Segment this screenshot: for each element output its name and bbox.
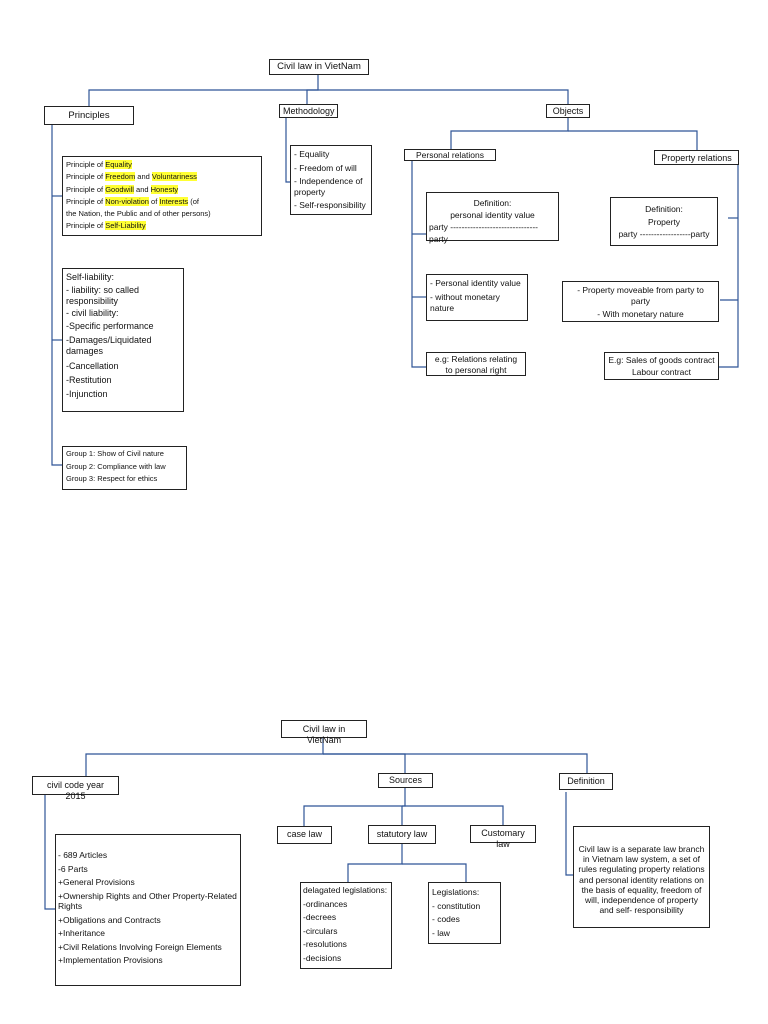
code-item: - 689 Articles (58, 850, 108, 860)
principle-text: Principle of (66, 221, 106, 231)
definition-node: Definition (559, 773, 613, 790)
legislation-item: -ordinances (303, 898, 348, 909)
groups-box: Group 1: Show of Civil nature Group 2: C… (62, 446, 187, 490)
group-item: Group 1: Show of Civil nature (66, 449, 164, 458)
highlighted-term: Interests (159, 196, 189, 206)
methodology-item: - Independence of property (294, 176, 365, 197)
root-node-2: Civil law in VietNam (281, 720, 367, 745)
property-definition-box: Definition: Property party -------------… (610, 197, 718, 246)
self-liability-item: -Damages/Liquidated damages (66, 335, 155, 356)
civil-code-node: civil code year 2015 (32, 776, 119, 801)
legislation-item: Legislations: (432, 887, 480, 897)
principle-text: (of (188, 196, 200, 206)
legislation-item: - codes (432, 914, 460, 924)
code-item: +Obligations and Contracts (58, 914, 161, 925)
principle-text: Principle of (66, 184, 106, 194)
legislation-item: - constitution (432, 900, 481, 911)
methodology-item: - Freedom of will (294, 162, 357, 173)
code-item: +Implementation Provisions (58, 955, 163, 965)
example-line: E.g: Sales of goods contract (608, 355, 715, 365)
methodology-box: - Equality - Freedom of will - Independe… (290, 145, 372, 215)
personal-example-box: e.g: Relations relating to personal righ… (426, 352, 526, 376)
feature-line: - without monetary nature (430, 292, 503, 313)
definition-line: party -------------------------------par… (429, 222, 539, 244)
definition-line: Definition: (645, 204, 683, 214)
highlighted-term: Freedom (105, 172, 136, 182)
legislations-box: Legislations: - constitution - codes - l… (428, 882, 501, 944)
property-features-box: - Property moveable from party to party … (562, 281, 719, 322)
legislation-item: -resolutions (303, 939, 347, 949)
methodology-node: Methodology (279, 104, 338, 118)
principle-text: Principle of (66, 196, 106, 206)
highlighted-term: Goodwill (105, 184, 134, 194)
principle-text: the Nation, the Public and of other pers… (66, 209, 211, 219)
delegated-legislations-box: delagated legislations: -ordinances -dec… (300, 882, 392, 969)
customary-law-node: Customary law (470, 825, 536, 849)
principles-node: Principles (44, 106, 134, 125)
principle-item: Principle of Goodwill and Honesty (66, 184, 258, 196)
principle-item: Principle of Equality (66, 159, 258, 171)
principle-item: Principle of Freedom and Voluntariness (66, 171, 258, 183)
definition-text-box: Civil law is a separate law branch in Vi… (573, 826, 710, 928)
group-item: Group 3: Respect for ethics (66, 474, 158, 483)
principle-text: Principle of (66, 172, 106, 182)
highlighted-term: Self-Liability (105, 221, 146, 231)
personal-relations-node: Personal relations (404, 149, 496, 161)
feature-line: - Personal identity value (430, 278, 521, 288)
principle-item: Principle of Self-Liability (66, 220, 258, 232)
self-liability-item: -Injunction (66, 389, 108, 399)
highlighted-term: Voluntariness (151, 172, 197, 182)
civil-code-box: - 689 Articles -6 Parts +General Provisi… (55, 834, 241, 986)
property-relations-node: Property relations (654, 150, 739, 165)
statutory-law-node: statutory law (368, 825, 436, 844)
methodology-item: - Self-responsibility (294, 200, 366, 210)
principle-text: and (133, 184, 151, 194)
highlighted-term: Honesty (150, 184, 179, 194)
code-item: +General Provisions (58, 877, 135, 887)
self-liability-box: Self-liability: - liability: so called r… (62, 268, 184, 412)
definition-line: party ------------------party (618, 229, 710, 239)
legislation-item: -decisions (303, 952, 342, 963)
legislation-item: delagated legislations: (303, 885, 388, 895)
sources-node: Sources (378, 773, 433, 788)
methodology-item: - Equality (294, 149, 330, 159)
principle-item: the Nation, the Public and of other pers… (66, 208, 258, 220)
principle-text: Principle of (66, 160, 106, 169)
definition-line: Definition: (473, 198, 512, 208)
legislation-item: -decrees (303, 912, 337, 922)
code-item: -6 Parts (58, 863, 88, 874)
highlighted-term: Non-violation (105, 196, 149, 206)
example-line: Labour contract (631, 367, 692, 377)
self-liability-item: Self-liability: (66, 272, 115, 282)
principle-text: of (148, 196, 160, 206)
case-law-node: case law (277, 826, 332, 844)
personal-features-box: - Personal identity value - without mone… (426, 274, 528, 321)
principle-item: Principle of Non-violation of Interests … (66, 196, 258, 208)
property-example-box: E.g: Sales of goods contract Labour cont… (604, 352, 719, 380)
code-item: +Ownership Rights and Other Property-Rel… (58, 890, 240, 912)
definition-line: Property (647, 216, 681, 227)
self-liability-item: -Specific performance (66, 321, 154, 331)
group-item: Group 2: Compliance with law (66, 461, 166, 471)
self-liability-item: -Restitution (66, 375, 112, 385)
code-item: +Inheritance (58, 928, 106, 938)
principle-text: and (135, 172, 152, 182)
feature-line: - Property moveable from party to party (577, 285, 707, 306)
definition-line: personal identity value (450, 210, 535, 220)
self-liability-item: -Cancellation (66, 361, 119, 371)
highlighted-term: Equality (105, 160, 132, 169)
self-liability-item: - civil liability: (66, 308, 119, 318)
legislation-item: - law (432, 927, 450, 938)
legislation-item: -circulars (303, 925, 338, 936)
code-item: +Civil Relations Involving Foreign Eleme… (58, 941, 222, 952)
personal-definition-box: Definition: personal identity value part… (426, 192, 559, 244)
root-node: Civil law in VietNam (269, 59, 369, 75)
self-liability-item: - liability: so called responsibility (66, 285, 142, 306)
feature-line: - With monetary nature (597, 309, 684, 319)
objects-node: Objects (546, 104, 590, 118)
